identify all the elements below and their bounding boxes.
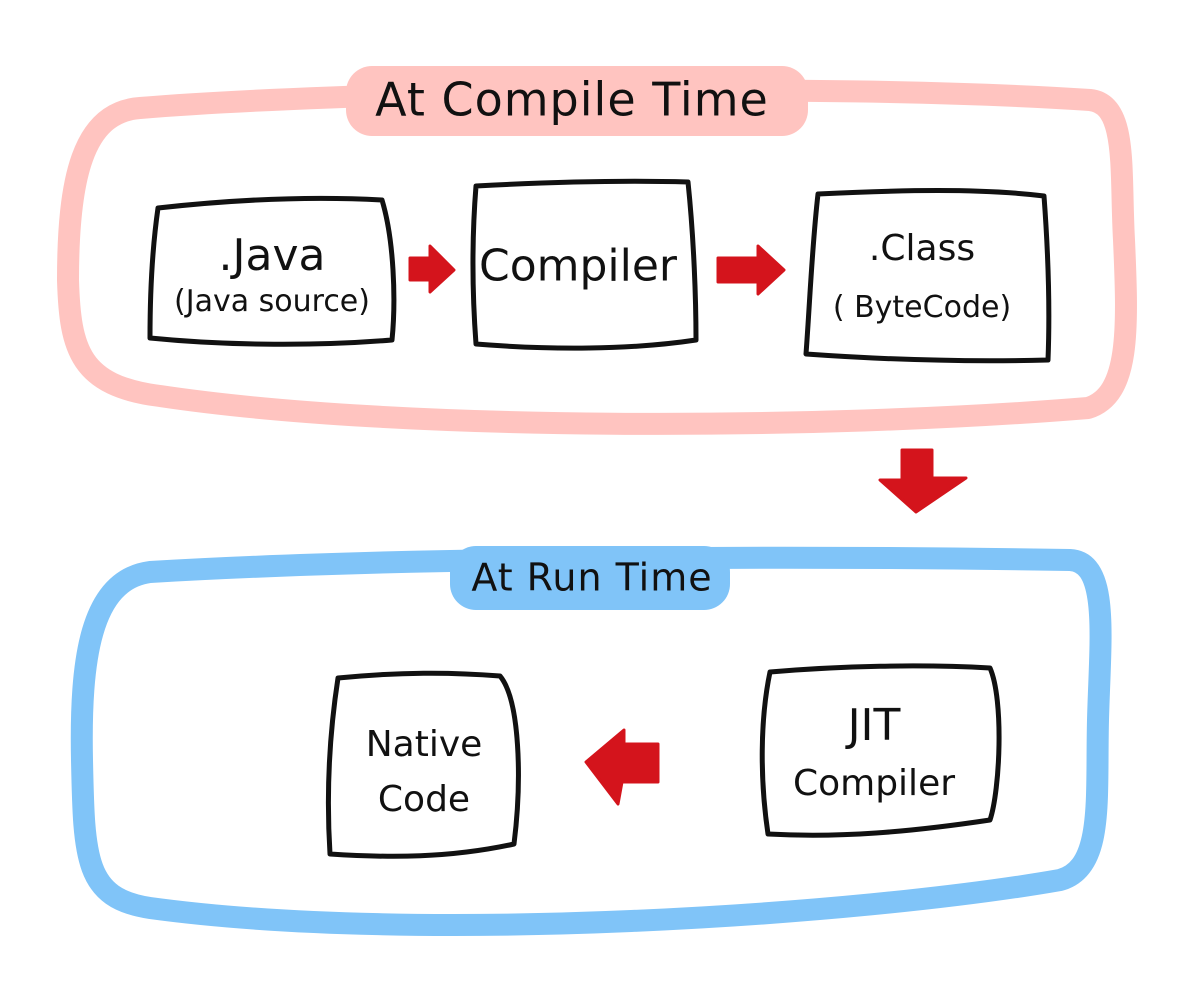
runtime-title-pill — [450, 546, 730, 610]
runtime-group-frame — [70, 546, 1112, 936]
arrow-compiler-to-class — [716, 244, 786, 296]
code-text: Code — [377, 779, 471, 820]
run-time-title: At Run Time — [471, 555, 713, 600]
jit-compiler-box — [759, 663, 1002, 838]
compile-time-title: At Compile Time — [375, 72, 769, 127]
bytecode-text: ( ByteCode) — [832, 289, 1012, 325]
java-source-text: (Java source) — [174, 283, 370, 319]
native-code-box — [325, 670, 521, 859]
compile-title-pill — [346, 66, 808, 136]
arrow-java-to-compiler — [408, 244, 456, 294]
bytecode-box — [803, 188, 1052, 364]
compiler-node-label: Compiler — [478, 240, 678, 292]
native-text: Native — [365, 724, 483, 765]
jit-text: JIT — [847, 700, 901, 751]
native-code-node-label: Native Code — [366, 722, 483, 822]
bytecode-node-label: .Class ( ByteCode) — [833, 226, 1011, 327]
class-extension-text: .Class — [868, 227, 976, 269]
jit-compiler-node-label: JIT Compiler — [793, 698, 955, 806]
java-source-box — [147, 195, 397, 347]
java-source-node-label: .Java (Java source) — [174, 228, 370, 321]
arrow-compile-to-runtime — [878, 448, 968, 514]
jit-compiler-text: Compiler — [792, 763, 956, 804]
java-extension-text: .Java — [218, 229, 326, 281]
arrow-jit-to-native — [584, 728, 660, 806]
compiler-box — [470, 178, 699, 351]
